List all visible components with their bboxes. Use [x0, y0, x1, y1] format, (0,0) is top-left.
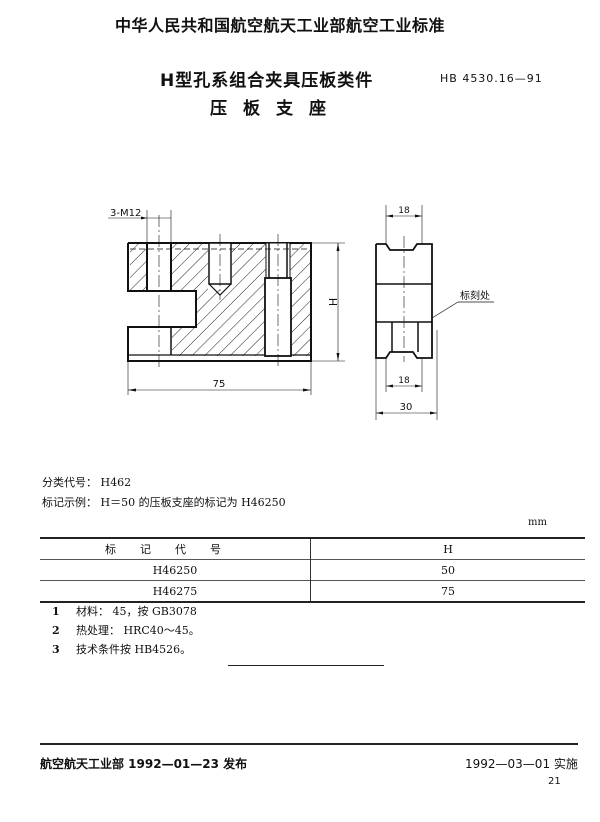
cell-code: H46275 [40, 580, 311, 602]
table-row: H46275 75 [40, 580, 585, 602]
side-width-dim-label: 30 [400, 402, 413, 413]
height-dim-label: H [327, 298, 340, 306]
subtitle-char: 压 [210, 99, 227, 119]
footer-divider [40, 743, 578, 745]
front-view [108, 210, 345, 395]
marking-location-label: 标刻处 [460, 289, 490, 302]
top-slot-dim-label: 18 [398, 206, 410, 216]
issue-date: 航空航天工业部 1992—01—23 发布 [40, 757, 248, 771]
page-number: 21 [548, 776, 561, 787]
marking-example-label: 标记示例： [42, 496, 97, 509]
end-divider [228, 665, 384, 666]
cell-code: H46250 [40, 559, 311, 581]
technical-drawing: 3-M12 H 75 18 18 30 标刻处 [108, 205, 494, 420]
dimensions-table: 标记代号 H H46250 50 H46275 75 [40, 537, 585, 603]
table-header-row: 标记代号 H [40, 538, 585, 560]
side-view [375, 205, 494, 420]
unit-label: mm [528, 517, 547, 528]
cell-h: 75 [441, 584, 455, 598]
standard-number: HB 4530.16—91 [440, 72, 543, 85]
classification-code: 分类代号： H462 [42, 474, 131, 490]
subtitle-char: 座 [309, 99, 326, 119]
organization-header: 中华人民共和国航空航天工业部航空工业标准 [114, 16, 445, 35]
marking-example: 标记示例： H＝50 的压板支座的标记为 H46250 [42, 494, 286, 510]
classification-value: H462 [100, 476, 132, 489]
document-title: H型孔系组合夹具压板类件 [160, 71, 374, 91]
cell-h: 50 [441, 563, 455, 577]
subtitle-char: 板 [243, 99, 260, 119]
width-dim-label: 75 [213, 379, 226, 390]
document-subtitle: 压板支座 [210, 94, 342, 119]
column-header-code: 标记代号 [40, 538, 311, 560]
thread-label: 3-M12 [110, 208, 141, 219]
column-header-h: H [443, 542, 453, 556]
marking-example-text: H＝50 的压板支座的标记为 H46250 [100, 496, 286, 509]
classification-label: 分类代号： [42, 476, 97, 489]
table-row: H46250 50 [40, 559, 585, 581]
subtitle-char: 支 [276, 99, 293, 119]
effective-date: 1992—03—01 实施 [465, 757, 578, 771]
bottom-slot-dim-label: 18 [398, 376, 410, 386]
